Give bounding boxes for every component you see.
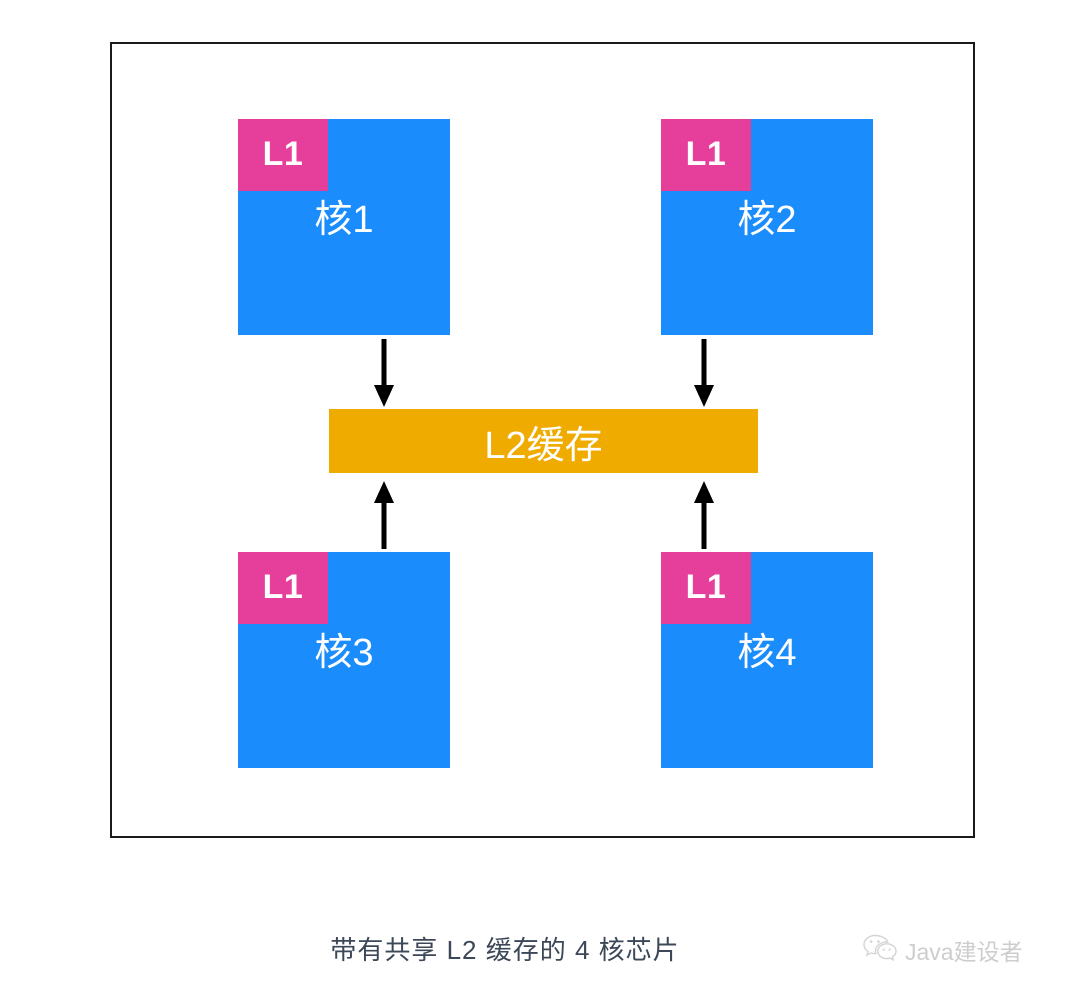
core-block-1: L1 核1 — [238, 119, 450, 335]
arrow-core1-to-l2-icon — [371, 339, 397, 409]
arrow-core2-to-l2-icon — [691, 339, 717, 409]
diagram-caption: 带有共享 L2 缓存的 4 核芯片 — [330, 935, 680, 965]
l1-cache-1: L1 — [238, 119, 328, 191]
core-label-4: 核4 — [737, 632, 797, 674]
core-block-2: L1 核2 — [661, 119, 873, 335]
core-label-1: 核1 — [314, 199, 374, 241]
core-block-3: L1 核3 — [238, 552, 450, 768]
core-label-3: 核3 — [314, 632, 374, 674]
l1-cache-3: L1 — [238, 552, 328, 624]
l1-cache-2: L1 — [661, 119, 751, 191]
l1-cache-4: L1 — [661, 552, 751, 624]
arrow-core3-to-l2-icon — [371, 479, 397, 549]
watermark-text: Java建设者 — [905, 938, 1023, 965]
l2-shared-cache-block: L2缓存 — [329, 409, 758, 473]
arrow-core4-to-l2-icon — [691, 479, 717, 549]
wechat-icon — [862, 932, 898, 967]
core-block-4: L1 核4 — [661, 552, 873, 768]
chip-frame: L1 核1 L1 核2 L1 核3 L1 核4 L2缓存 — [110, 42, 975, 838]
watermark: Java建设者 — [862, 932, 1023, 967]
l2-cache-label: L2缓存 — [484, 424, 603, 467]
core-label-2: 核2 — [737, 199, 797, 241]
